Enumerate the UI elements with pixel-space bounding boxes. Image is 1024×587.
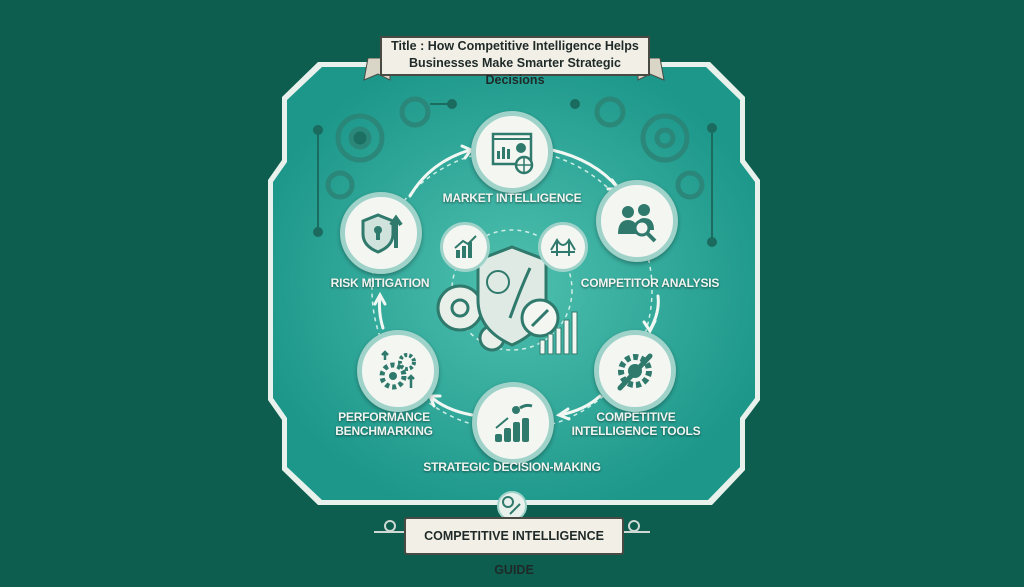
label-strategic-decision-making: STRATEGIC DECISION-MAKING (423, 460, 601, 474)
coins-growth-icon (495, 403, 533, 442)
guide-banner: COMPETITIVE INTELLIGENCE GUIDE (404, 517, 624, 577)
title-line-1: Title : How Competitive Intelligence Hel… (391, 39, 639, 53)
dashboard-chart-globe-icon (491, 132, 534, 175)
node-competitor-analysis[interactable] (596, 180, 678, 262)
gear-wrench-icon (617, 353, 653, 391)
node-performance-benchmarking[interactable] (357, 330, 439, 412)
mini-bridge-circle (538, 222, 588, 272)
node-strategic-decision-making[interactable] (472, 382, 554, 464)
label-line: COMPETITIVE (596, 410, 676, 424)
bridge-icon (550, 238, 576, 256)
mini-chart-circle (440, 222, 490, 272)
center-shield-icon (436, 245, 578, 355)
shield-lock-icon (361, 213, 403, 254)
title-line-2: Businesses Make Smarter Strategic Decisi… (409, 56, 621, 87)
node-competitive-intelligence-tools[interactable] (594, 330, 676, 412)
label-risk-mitigation: RISK MITIGATION (330, 276, 430, 290)
label-line: INTELLIGENCE TOOLS (571, 424, 701, 438)
node-market-intelligence[interactable] (471, 111, 553, 193)
label-line: BENCHMARKING (335, 424, 433, 438)
label-line: PERFORMANCE (338, 410, 430, 424)
people-magnifier-icon (618, 204, 657, 243)
node-risk-mitigation[interactable] (340, 192, 422, 274)
label-competitor-analysis: COMPETITOR ANALYSIS (580, 276, 720, 290)
title-banner: Title : How Competitive Intelligence Hel… (380, 36, 650, 87)
gear-decoration-icon (325, 96, 705, 200)
gears-arrows-icon (379, 350, 416, 390)
growth-chart-icon (454, 235, 477, 258)
label-market-intelligence: MARKET INTELLIGENCE (442, 191, 582, 205)
